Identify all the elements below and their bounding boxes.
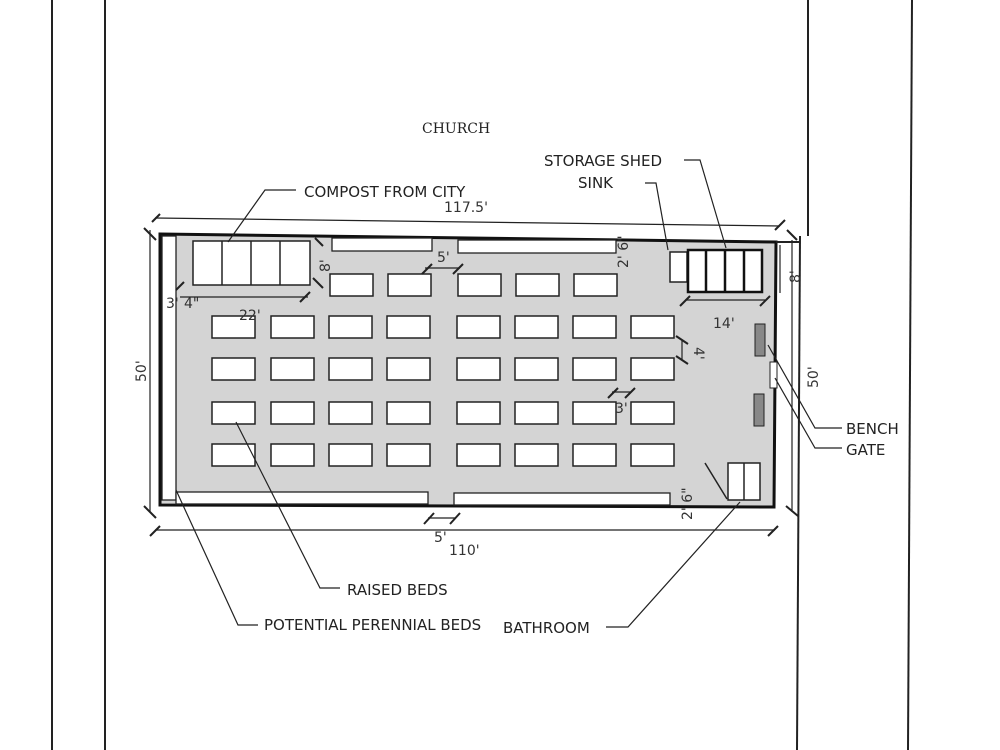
raised-bed (270, 315, 315, 339)
dim-bottom-length: 110' (449, 543, 480, 559)
street-line (907, 0, 913, 750)
raised-bed (630, 401, 675, 425)
raised-bed (514, 357, 559, 381)
dim-top-length: 117.5' (444, 200, 488, 216)
dim-perennial-bottom: 2' 6" (680, 487, 696, 520)
raised-bed (270, 443, 315, 467)
raised-bed (328, 315, 373, 339)
raised-bed (456, 315, 501, 339)
bench (754, 323, 766, 357)
raised-bed (572, 443, 617, 467)
raised-bed (630, 315, 675, 339)
dim-left-height: 50' (134, 360, 150, 382)
dim-right-height: 50' (806, 366, 822, 388)
dimension-ticks (143, 213, 799, 537)
raised-bed (328, 357, 373, 381)
perennial-beds (161, 235, 671, 506)
raised-beds (211, 273, 675, 467)
raised-bed (270, 357, 315, 381)
raised-bed (386, 401, 431, 425)
raised-bed (211, 357, 256, 381)
raised-bed (514, 443, 559, 467)
church-label: CHURCH (422, 121, 490, 137)
compost-bins (192, 240, 311, 286)
bench-label: BENCH (846, 420, 899, 438)
bench (753, 393, 765, 427)
raised-bed (515, 273, 560, 297)
raised-bed (329, 273, 374, 297)
raised-bed (572, 401, 617, 425)
dim-shed-depth: 8' (788, 270, 804, 283)
sink-label: SINK (578, 174, 614, 192)
dim-shed-width: 14' (713, 316, 735, 332)
raised-bed (572, 315, 617, 339)
raised-bed (630, 443, 675, 467)
dim-bed-col-gap: 3' (615, 401, 628, 417)
dim-compost-width: 22' (239, 308, 261, 324)
raised-bed (573, 273, 618, 297)
dim-compost-depth: 8' (318, 259, 334, 272)
dim-perennial-top: 2' 6" (616, 235, 632, 268)
raised-bed (514, 315, 559, 339)
raised-bed (328, 443, 373, 467)
bathroom (704, 462, 761, 501)
leader-lines (175, 159, 842, 628)
raised-bed (456, 401, 501, 425)
raised-bed (514, 401, 559, 425)
raised-beds-label: RAISED BEDS (347, 581, 448, 599)
street-line (796, 235, 801, 750)
dim-compost-offset-b: 4" (184, 296, 199, 312)
raised-bed (386, 357, 431, 381)
raised-bed (211, 401, 256, 425)
gate-label: GATE (846, 441, 885, 459)
raised-bed (211, 315, 256, 339)
raised-bed (630, 357, 675, 381)
gate (769, 361, 778, 389)
bathroom-label: BATHROOM (503, 619, 590, 637)
raised-bed (387, 273, 432, 297)
dimension-lines (149, 217, 793, 531)
dim-bed-gap-top: 5' (437, 250, 450, 266)
raised-bed (386, 315, 431, 339)
raised-bed (456, 357, 501, 381)
dim-bed-row-gap: 4' (690, 347, 706, 360)
raised-bed (211, 443, 256, 467)
raised-bed (572, 357, 617, 381)
compost-label: COMPOST FROM CITY (304, 183, 466, 201)
raised-bed (456, 443, 501, 467)
perennial-beds-label: POTENTIAL PERENNIAL BEDS (264, 616, 481, 634)
storage-shed (686, 248, 764, 294)
raised-bed (328, 401, 373, 425)
dim-gate-gap-bottom: 5' (434, 530, 447, 546)
dim-compost-offset-a: 3' (166, 296, 179, 312)
raised-bed (270, 401, 315, 425)
storage-shed-label: STORAGE SHED (544, 152, 662, 170)
raised-bed (386, 443, 431, 467)
sink (669, 251, 688, 283)
raised-bed (457, 273, 502, 297)
